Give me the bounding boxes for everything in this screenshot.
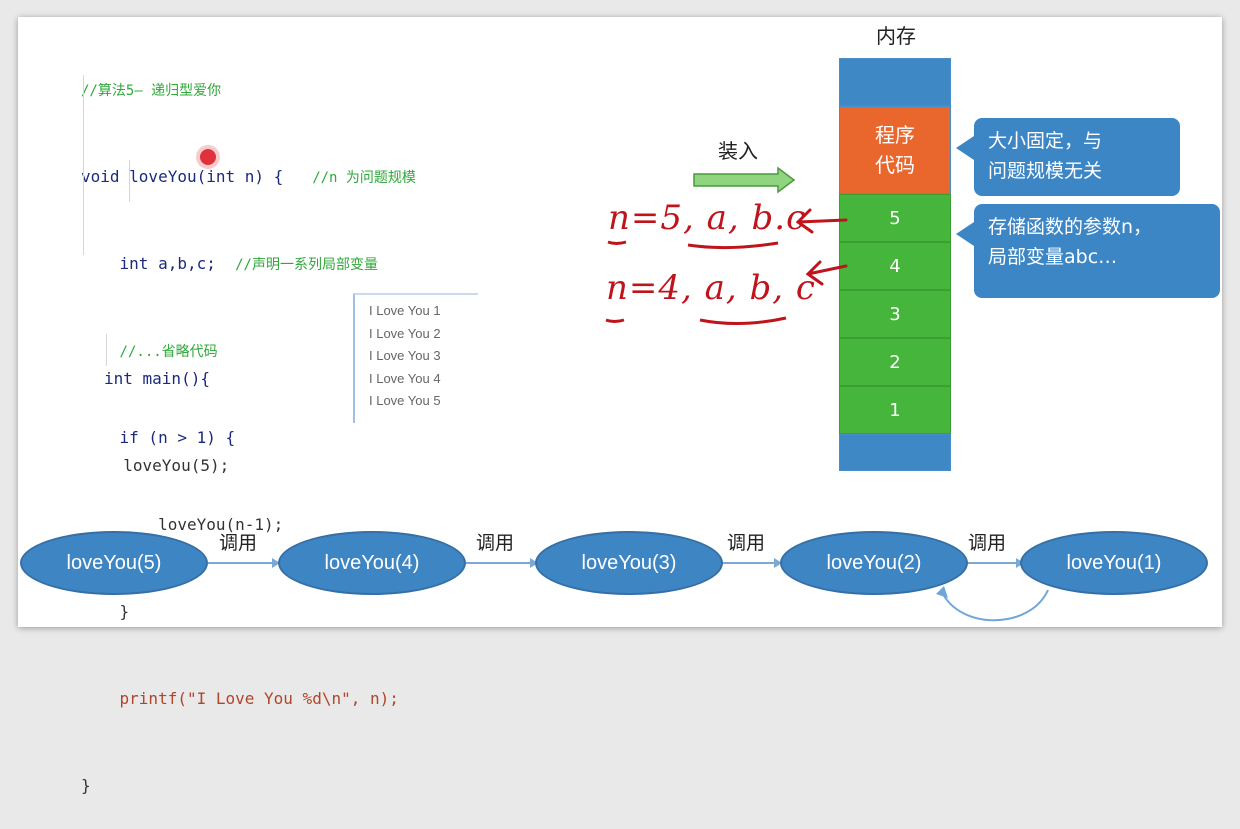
code-function-signature: void loveYou(int n) { xyxy=(81,167,284,186)
program-code-line1: 程序 xyxy=(875,123,915,147)
code-comment-title: //算法5— 递归型爱你 xyxy=(81,83,222,99)
code-function-comment: //n 为问题规模 xyxy=(312,170,416,186)
code-indent-guide-inner xyxy=(129,160,130,202)
call-arrowhead xyxy=(774,558,782,568)
call-node: loveYou(2) xyxy=(780,531,968,595)
memory-bottom-block xyxy=(839,434,951,471)
call-label: 调用 xyxy=(727,532,766,554)
call-label: 调用 xyxy=(476,532,515,554)
load-label: 装入 xyxy=(718,139,758,163)
call-node: loveYou(4) xyxy=(278,531,466,595)
handwriting-line1: n=5, a, b.c xyxy=(608,198,807,238)
stack-frame: 4 xyxy=(839,242,951,290)
main-code-block: int main(){ loveYou(5); } xyxy=(104,306,229,596)
code-if-line: if (n > 1) { xyxy=(119,428,236,447)
call-arrowhead xyxy=(530,558,538,568)
code-declaration-comment: //声明一系列局部变量 xyxy=(235,257,378,273)
code-close-function: } xyxy=(81,776,91,795)
output-line: I Love You 2 xyxy=(369,325,441,341)
stack-frame: 5 xyxy=(839,194,951,242)
code-recursive-call: loveYou(n-1); xyxy=(158,515,284,534)
stack-frame: 3 xyxy=(839,290,951,338)
handwriting-arrow xyxy=(795,208,848,234)
main-indent-guide xyxy=(106,334,107,366)
pointer-dot xyxy=(200,149,216,165)
output-line: I Love You 3 xyxy=(369,348,441,363)
return-arrowhead xyxy=(936,586,948,598)
call-label: 调用 xyxy=(219,532,258,554)
output-line: I Love You 4 xyxy=(369,370,441,386)
call-node: loveYou(5) xyxy=(20,531,208,595)
diagram-overlay xyxy=(208,166,1157,622)
code-indent-guide xyxy=(83,75,84,255)
handwriting-underline xyxy=(605,318,625,323)
callout-stack-line1: 存储函数的参数n， xyxy=(988,216,1153,238)
call-label: 调用 xyxy=(968,532,1007,554)
call-arrowhead xyxy=(272,558,280,568)
output-line: I Love You 1 xyxy=(369,303,441,318)
call-node: loveYou(3) xyxy=(535,531,723,595)
callout-program-code: 大小固定，与 问题规模无关 xyxy=(956,118,1180,196)
program-code-line2: 代码 xyxy=(875,153,915,177)
code-declaration: int a,b,c; xyxy=(119,254,216,273)
callout-fixed-line2: 问题规模无关 xyxy=(988,160,1103,182)
call-node: loveYou(1) xyxy=(1020,531,1208,595)
program-code-block: 程序 代码 xyxy=(839,106,951,194)
stack-frame: 1 xyxy=(839,386,951,434)
handwriting-arrow xyxy=(805,260,848,286)
handwriting-underline xyxy=(607,240,627,245)
code-printf: printf("I Love You %d\n", n); xyxy=(119,689,399,708)
handwriting-line2: n=4, a, b, c xyxy=(606,268,816,308)
code-main-call: loveYou(5); xyxy=(123,456,230,475)
code-close-if: } xyxy=(119,602,130,621)
code-omit-comment: //...省略代码 xyxy=(119,344,218,360)
callout-fixed-line1: 大小固定，与 xyxy=(988,130,1103,152)
code-main-signature: int main(){ xyxy=(104,369,210,388)
handwriting-underline xyxy=(687,241,779,250)
stack-frame: 2 xyxy=(839,338,951,386)
load-arrow xyxy=(693,166,796,194)
memory-title: 内存 xyxy=(876,24,916,48)
handwriting-underline xyxy=(699,316,787,326)
console-output: I Love You 1 I Love You 2 I Love You 3 I… xyxy=(353,293,478,423)
output-line: I Love You 5 xyxy=(369,393,441,408)
callout-stack-line2: 局部变量abc… xyxy=(988,246,1118,268)
return-arc xyxy=(941,589,1049,622)
memory-top-block xyxy=(839,58,951,106)
callout-stack: 存储函数的参数n， 局部变量abc… xyxy=(956,204,1220,298)
